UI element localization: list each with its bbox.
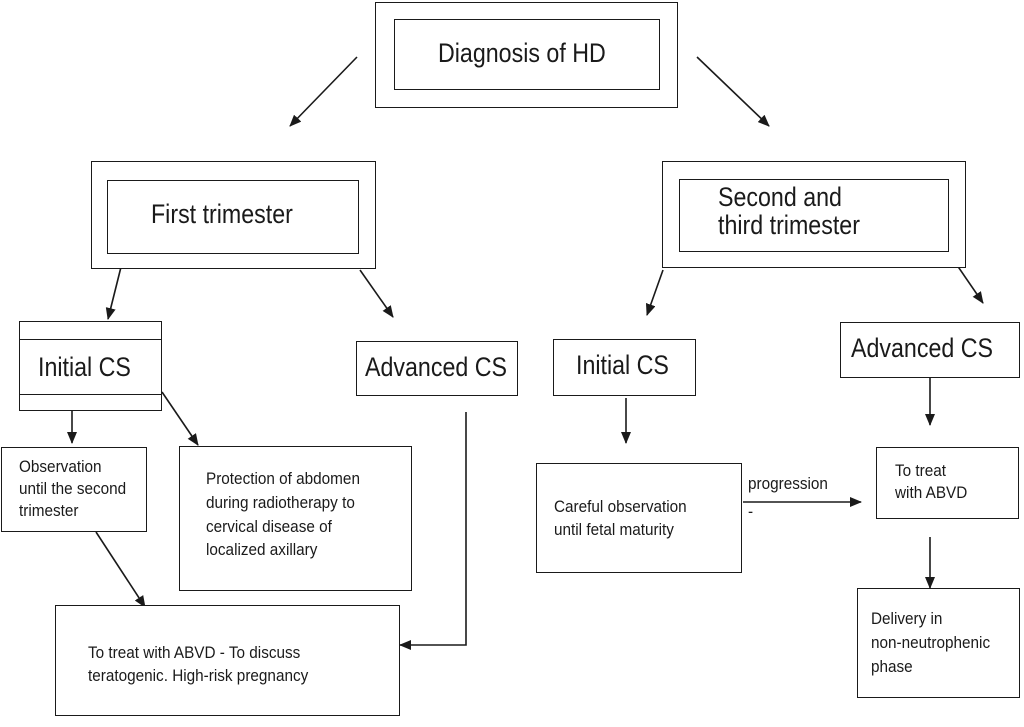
right-advanced-cs-box	[840, 322, 1020, 378]
delivery-node: Delivery in non-neutrophenic phase	[871, 609, 991, 676]
diagnosis-node: Diagnosis of HD	[438, 38, 606, 68]
left-initial-cs-node: Initial CS	[38, 352, 131, 382]
right-initial-cs-node: Initial CS	[576, 350, 669, 380]
protection-box	[179, 446, 412, 591]
delivery-box	[857, 588, 1020, 698]
right-initial-cs-box	[553, 339, 696, 396]
left-advanced-cs-box	[356, 341, 518, 396]
progression-dash-label: -	[748, 502, 754, 521]
left-advanced-cs-node: Advanced CS	[365, 352, 507, 382]
progression-label: progression	[748, 474, 828, 493]
right-treat-abvd-node: To treat with ABVD	[895, 461, 968, 503]
careful-observation-box	[536, 463, 742, 573]
left-initial-cs-top-band	[19, 339, 162, 340]
arrow-advanced-cs-to-treat-abvd	[399, 412, 467, 650]
observation-node: Observation until the second trimester	[19, 457, 127, 521]
observation-box	[1, 447, 147, 532]
arrow-observation-to-treat-abvd	[95, 531, 146, 608]
right-treat-abvd-box	[876, 447, 1019, 519]
arrow-diagnosis-to-second-trimester	[696, 56, 770, 127]
first-trimester-inner-box	[107, 180, 359, 254]
protection-node: Protection of abdomen during radiotherap…	[206, 469, 360, 560]
left-initial-cs-bottom-band	[19, 394, 162, 395]
right-advanced-cs-node: Advanced CS	[851, 333, 993, 363]
second-third-trimester-node: Second and third trimester	[718, 182, 860, 241]
arrow-initial-cs-to-protection	[161, 391, 199, 446]
left-initial-cs-box	[19, 321, 162, 411]
treat-abvd-discuss-node: To treat with ABVD - To discuss teratoge…	[88, 643, 309, 685]
first-trimester-node: First trimester	[151, 199, 293, 229]
arrow-second-trimester-to-initial-cs	[645, 269, 664, 316]
diagnosis-inner-box	[394, 19, 660, 90]
second-trimester-inner-box	[679, 179, 949, 252]
careful-observation-node: Careful observation until fetal maturity	[554, 497, 687, 539]
arrow-diagnosis-to-first-trimester	[289, 56, 358, 127]
arrow-first-trimester-to-advanced-cs	[359, 269, 394, 318]
treat-abvd-discuss-box	[55, 605, 400, 716]
